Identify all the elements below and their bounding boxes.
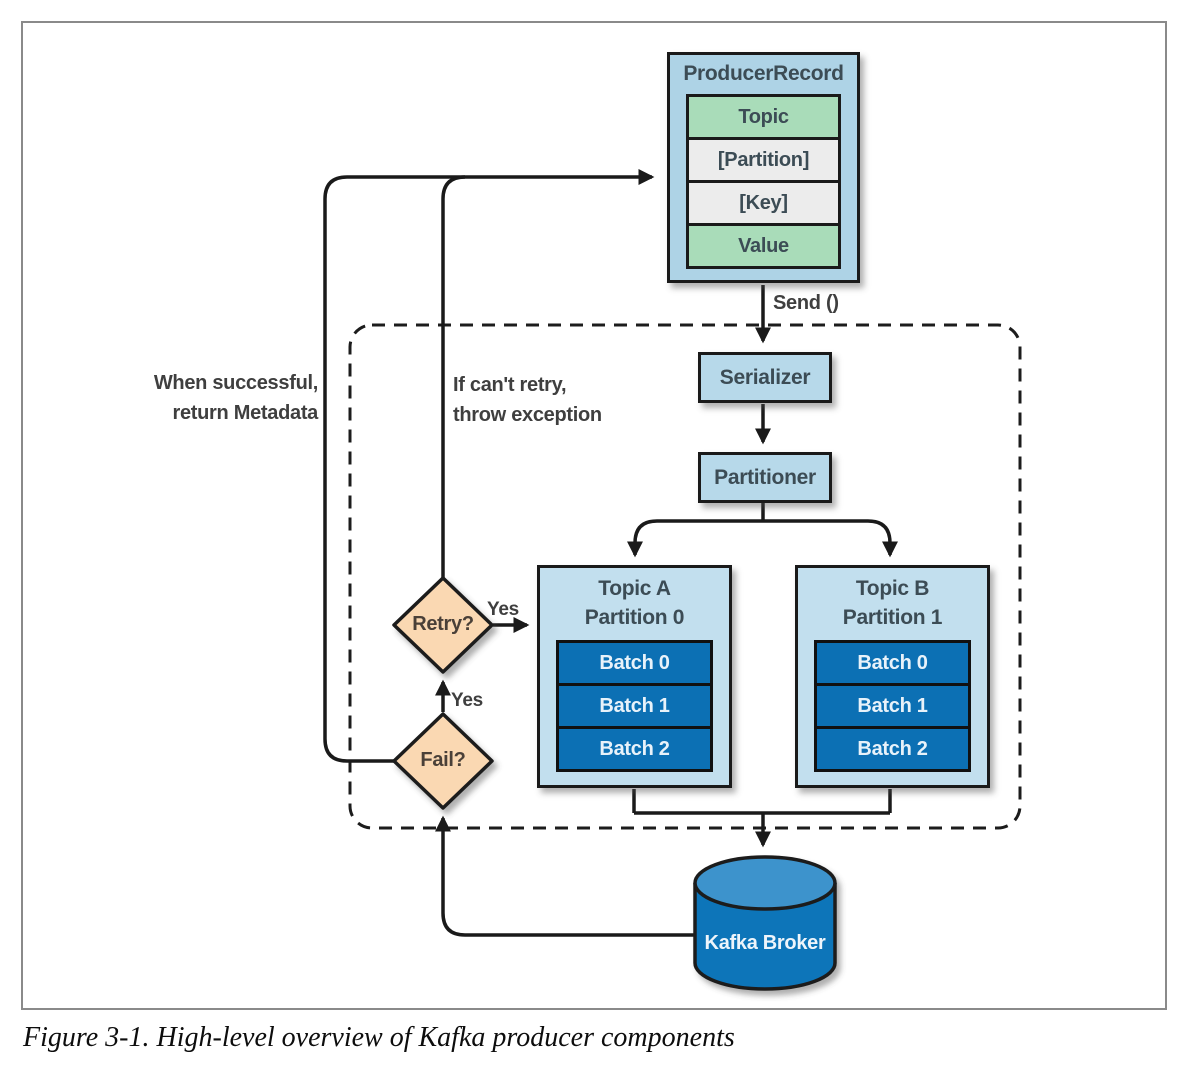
batch-row: Batch 1	[559, 683, 710, 726]
topic-b-title-line2: Partition 1	[842, 606, 943, 629]
topic-a-batches: Batch 0 Batch 1 Batch 2	[556, 640, 713, 772]
when-successful-line1: When successful,	[153, 372, 318, 394]
topic-b-title-line1: Topic B	[855, 577, 930, 600]
kafka-broker-cylinder	[693, 855, 837, 991]
when-successful-line2: return Metadata	[172, 402, 318, 424]
if-cant-retry-line2: throw exception	[453, 404, 602, 426]
topic-a-title-line2: Partition 0	[584, 606, 685, 629]
retry-diamond-label: Retry?	[412, 613, 474, 635]
retry-decision-diamond	[392, 576, 494, 674]
topic-a-title-line1: Topic A	[598, 577, 671, 600]
batch-row: Batch 1	[817, 683, 968, 726]
batch-row: Batch 2	[817, 726, 968, 769]
producer-record-rows: Topic [Partition] [Key] Value	[686, 94, 841, 269]
when-successful-note: When successful, return Metadata	[118, 368, 318, 428]
yes-label-retry: Yes	[487, 599, 519, 620]
producer-internals-dashed-boundary	[348, 323, 1022, 830]
producer-record-row-partition: [Partition]	[689, 137, 838, 180]
arrow-broker-to-fail	[434, 815, 696, 937]
fail-diamond-label: Fail?	[420, 749, 466, 771]
figure-caption: Figure 3-1. High-level overview of Kafka…	[23, 1022, 735, 1053]
arrow-branch-to-topic-b	[763, 519, 899, 558]
yes-label-fail: Yes	[451, 690, 483, 711]
arrow-fail-to-producerrecord	[323, 168, 655, 763]
batch-row: Batch 0	[559, 643, 710, 683]
topic-b-title: Topic B Partition 1	[798, 574, 987, 632]
send-call-label: Send ()	[773, 292, 839, 314]
producer-record-title: ProducerRecord	[683, 62, 844, 85]
serializer-box: Serializer	[698, 352, 832, 403]
topic-b-batches: Batch 0 Batch 1 Batch 2	[814, 640, 971, 772]
topic-a-title: Topic A Partition 0	[540, 574, 729, 632]
topic-a-partition-0-box: Topic A Partition 0 Batch 0 Batch 1 Batc…	[537, 565, 732, 788]
arrow-branch-to-topic-a	[626, 519, 763, 558]
producer-record-box: ProducerRecord Topic [Partition] [Key] V…	[667, 52, 860, 283]
batch-row: Batch 2	[559, 726, 710, 769]
if-cant-retry-line1: If can't retry,	[453, 374, 567, 396]
producer-record-row-value: Value	[689, 223, 838, 266]
figure-border	[21, 21, 1167, 1010]
batch-row: Batch 0	[817, 643, 968, 683]
producer-record-row-key: [Key]	[689, 180, 838, 223]
producer-record-row-topic: Topic	[689, 97, 838, 137]
kafka-broker-label: Kafka Broker	[704, 932, 826, 954]
if-cant-retry-note: If can't retry, throw exception	[453, 370, 683, 430]
line-retry-to-producerrecord	[441, 175, 466, 578]
fail-decision-diamond	[392, 712, 494, 810]
topic-b-partition-1-box: Topic B Partition 1 Batch 0 Batch 1 Batc…	[795, 565, 990, 788]
partitioner-box: Partitioner	[698, 452, 832, 503]
